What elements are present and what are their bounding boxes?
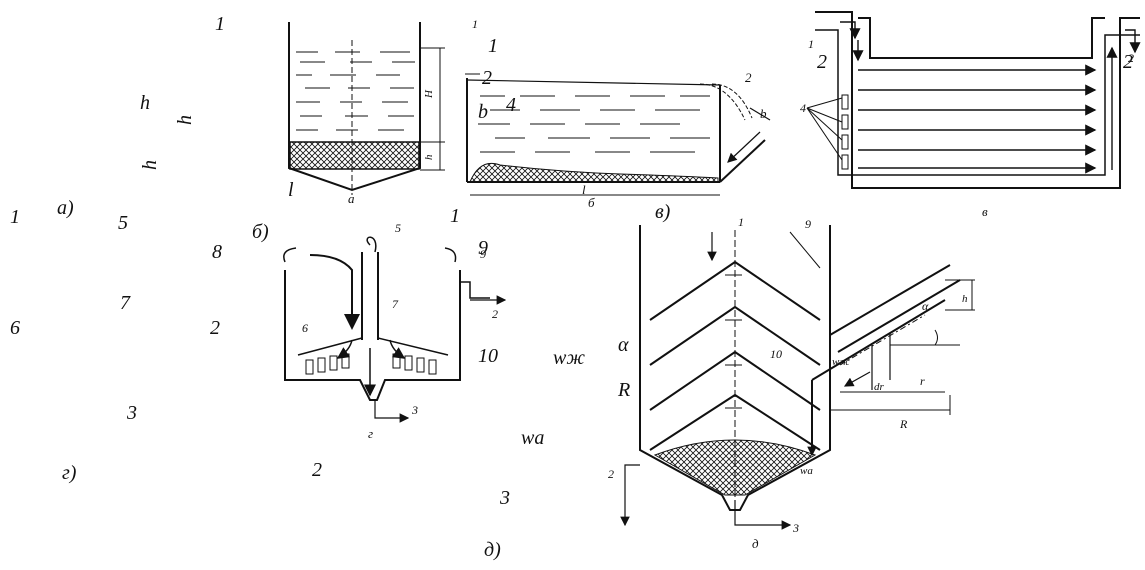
label-w-a: wa (521, 427, 545, 449)
label-9: 9 (478, 237, 488, 259)
label-7: 7 (120, 292, 130, 314)
g-sludge-num: 3 (411, 403, 418, 417)
fig-d-caption: д (752, 536, 759, 551)
g-baffle-num: 7 (392, 297, 399, 311)
label-R: R (618, 379, 631, 401)
label-1-mid: 1 (450, 205, 460, 227)
g-trough-num: 9 (480, 247, 486, 261)
label-2-top: 2 (482, 67, 492, 89)
H-label: H (423, 89, 435, 99)
label-h-1: h (140, 92, 150, 114)
d-baffle-num: 10 (770, 347, 782, 361)
figure-v: 1 2 4 в (800, 11, 1141, 219)
v-outlet-num: 2 (1128, 51, 1134, 65)
fig-a-caption: а (348, 191, 355, 206)
label-4: 4 (506, 94, 516, 116)
label-w-zh: wж (553, 347, 585, 369)
label-alpha: α (618, 334, 629, 356)
d-tray-num: 9 (805, 217, 811, 231)
caption-b: б) (252, 221, 269, 243)
label-3-a: 3 (127, 402, 137, 424)
detail-r: r (920, 374, 925, 388)
b-outlet-label: 2 (745, 70, 752, 85)
detail-dr: dr (874, 381, 885, 393)
label-2-a: 2 (210, 317, 220, 339)
b-inlet-label: 1 (472, 17, 478, 31)
label-1-top: 1 (488, 35, 498, 57)
label-6: 6 (10, 317, 20, 339)
label-10: 10 (478, 345, 498, 367)
d-sludge-num: 3 (792, 521, 799, 535)
label-l: l (288, 179, 294, 201)
h-label-a: h (423, 154, 435, 160)
detail-R: R (899, 417, 908, 431)
b-label-right: b (760, 106, 767, 121)
caption-g: г) (62, 462, 77, 484)
label-2-mid: 2 (817, 51, 827, 73)
caption-d: д) (484, 539, 501, 561)
detail-wzh: wж (832, 356, 850, 368)
fig-g-caption: г (368, 426, 373, 441)
label-2-right: 2 (1123, 51, 1133, 73)
v-tray-num: 4 (800, 101, 806, 115)
detail-wa: wa (800, 465, 813, 477)
l-dim-label: l (582, 182, 586, 197)
figure-a: H h а (288, 22, 445, 206)
g-pipe-num: 5 (395, 221, 401, 235)
caption-v: в) (655, 201, 671, 223)
detail-alpha: α (922, 299, 929, 313)
g-outlet-num: 2 (492, 307, 498, 321)
label-h-3: h (139, 160, 161, 170)
d-outlet-num: 2 (608, 467, 614, 481)
label-b: b (478, 101, 488, 123)
label-2-b: 2 (312, 459, 322, 481)
g-tray-num: 6 (302, 321, 308, 335)
label-8: 8 (212, 241, 222, 263)
d-inlet-num: 1 (738, 215, 744, 229)
label-3-b: 3 (500, 487, 510, 509)
figure-d: д 9 10 1 3 2 (608, 215, 831, 551)
figure-b: б l 2 b 1 (465, 17, 771, 210)
label-1-left: 1 (10, 206, 20, 228)
detail-h: h (962, 293, 968, 305)
label-h-2: h (174, 115, 196, 125)
v-inlet-num: 1 (808, 37, 814, 51)
caption-a: а) (57, 197, 74, 219)
figure-g: г 5 6 7 9 3 2 (283, 221, 507, 441)
label-1-top-left: 1 (215, 13, 225, 35)
label-5: 5 (118, 212, 128, 234)
fig-v-caption: в (982, 204, 988, 219)
figure-detail: α R r dr wж wa h (800, 264, 975, 477)
fig-b-caption: б (588, 195, 595, 210)
